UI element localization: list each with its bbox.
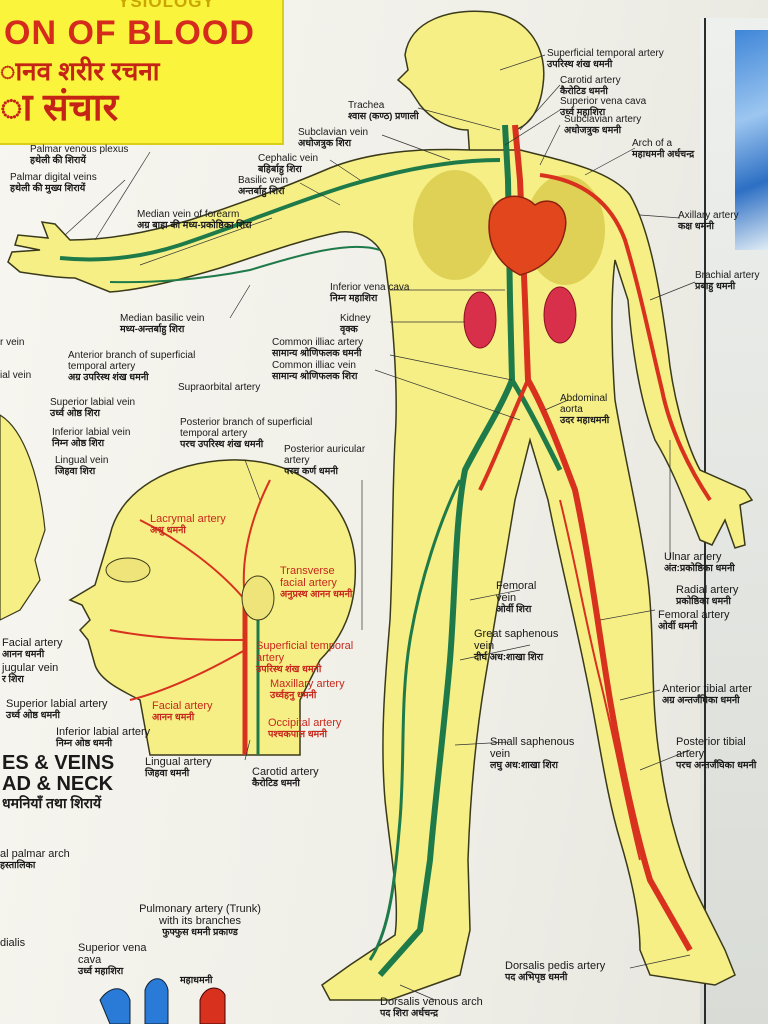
section-title-line2: AD & NECK: [2, 773, 114, 795]
section-subtitle-hindi: धमनियाँ तथा शिरायें: [2, 795, 102, 811]
section-title-line1: ES & VEINS: [2, 752, 115, 774]
heart-vessels-icon: [99, 978, 226, 1024]
title-banner: YSIOLOGY ON OF BLOOD ानव शरीर रचना ा संच…: [0, 0, 284, 145]
label-dialis: dialis: [0, 937, 26, 949]
banner-title-hindi-2: ा संचार: [0, 87, 119, 129]
label-left-ial-vein: ial vein: [0, 370, 32, 381]
background-photo: [735, 30, 768, 250]
leader-lines: [64, 54, 696, 1001]
banner-title-english: ON OF BLOOD: [4, 14, 255, 52]
head-neck-figure: [68, 459, 357, 756]
body-figure: [7, 10, 754, 1001]
label-aorta-bottom: महाधमनी: [180, 975, 213, 986]
label-anterior-branch-sup-temporal: Anterior branch of superficial temporal …: [68, 350, 196, 383]
banner-title-hindi-1: ानव शरीर रचना: [0, 56, 160, 86]
banner-subject: YSIOLOGY: [118, 0, 215, 11]
label-supraorbital-artery: Supraorbital artery: [178, 382, 261, 393]
label-left-r-vein: r vein: [0, 337, 25, 348]
label-posterior-branch-sup-temporal: Posterior branch of superficial temporal…: [180, 417, 313, 450]
left-face-fragment: [0, 414, 46, 621]
label-pulmonary-artery: Pulmonary artery (Trunk) with its branch…: [139, 903, 261, 938]
